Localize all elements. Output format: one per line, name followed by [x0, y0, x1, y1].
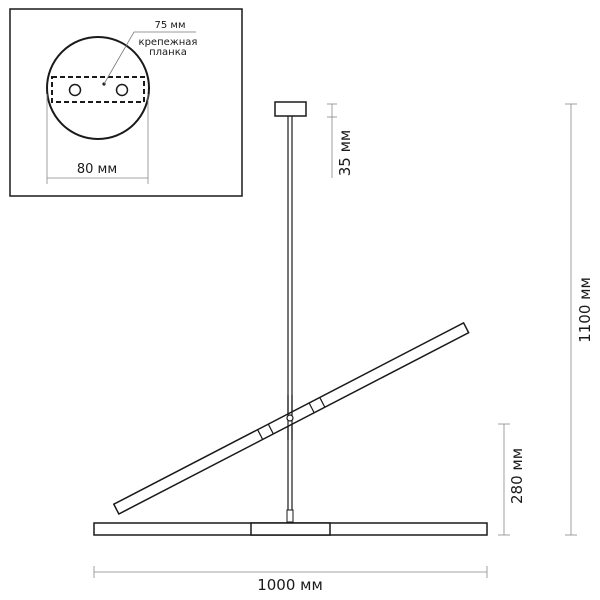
- plate-name-line1: крепежная: [139, 37, 198, 48]
- bar-center-hub: [250, 522, 331, 536]
- canopy-height-label: 35 мм: [336, 130, 354, 177]
- canopy-circle: [46, 36, 150, 140]
- ceiling-canopy: [274, 101, 307, 117]
- pivot-joint: [286, 414, 294, 422]
- total-height-dimension: 1100 мм: [565, 103, 594, 536]
- total-height-label: 1100 мм: [576, 277, 594, 343]
- plate-name-line2: планка: [149, 47, 187, 58]
- canopy-detail-inset: 75 мм крепежная планка 80 мм: [9, 8, 243, 197]
- lower-height-dimension: 280 мм: [498, 423, 526, 536]
- inset-width-label: 80 мм: [77, 162, 117, 177]
- plate-length-label: 75 мм: [155, 20, 186, 31]
- mounting-plate-outline: [51, 76, 145, 103]
- total-width-label: 1000 мм: [257, 576, 323, 594]
- lamp-body: [93, 101, 488, 536]
- mount-hole-right: [115, 83, 129, 97]
- canopy-height-dimension: 35 мм: [327, 103, 354, 178]
- mount-hole-left: [68, 83, 82, 97]
- lower-height-label: 280 мм: [508, 448, 526, 504]
- rod-coupler: [286, 509, 294, 523]
- inset-frame: [9, 8, 243, 197]
- plate-leader-line: [103, 31, 196, 85]
- total-width-dimension: 1000 мм: [93, 566, 488, 594]
